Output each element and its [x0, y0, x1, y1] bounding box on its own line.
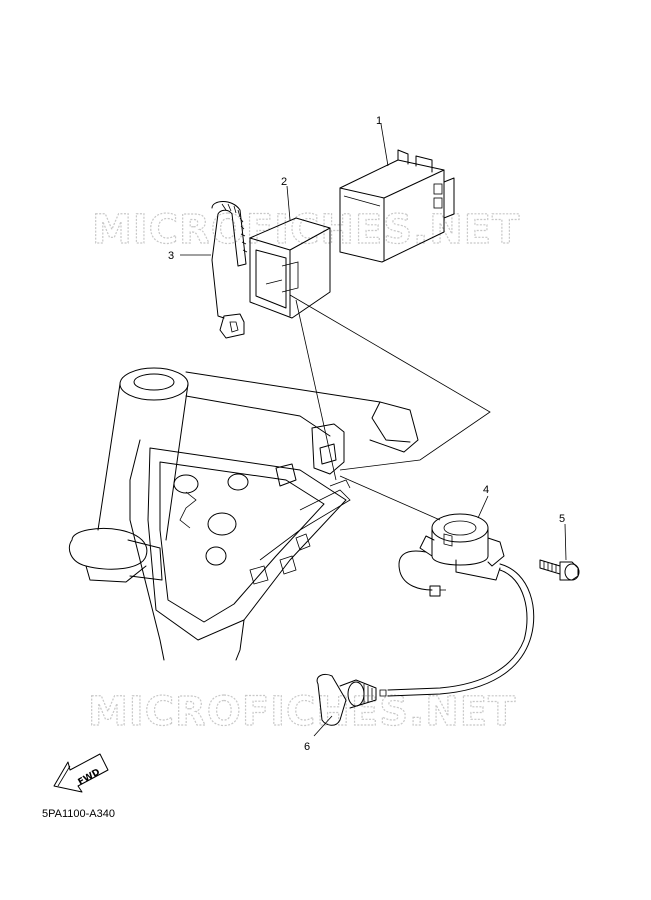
- leader-1: [380, 123, 389, 167]
- callout-6: 6: [304, 741, 310, 753]
- bolt: [539, 559, 580, 581]
- fwd-label: FWD: [77, 767, 102, 787]
- callout-3: 3: [168, 250, 174, 262]
- leader-2: [286, 185, 291, 221]
- fwd-arrow-icon: FWD: [53, 753, 109, 793]
- callout-4: 4: [483, 484, 489, 496]
- frame-section: [68, 367, 419, 661]
- callout-2: 2: [281, 176, 287, 188]
- band-strap: [211, 201, 248, 339]
- assembly-line-2: [295, 299, 337, 481]
- cdi-cover: [249, 217, 331, 319]
- callout-5: 5: [559, 513, 565, 525]
- leader-6: [313, 715, 333, 737]
- drawing-code: 5PA1100-A340: [42, 808, 115, 820]
- ignition-coil: [339, 475, 535, 697]
- cdi-unit: [339, 149, 455, 263]
- callout-1: 1: [376, 115, 382, 127]
- leader-4: [477, 495, 489, 519]
- watermark-top: MICROFICHES.NET: [92, 207, 520, 253]
- assembly-line: [289, 294, 491, 471]
- leader-5: [564, 523, 567, 561]
- watermark-bottom: MICROFICHES.NET: [88, 689, 516, 735]
